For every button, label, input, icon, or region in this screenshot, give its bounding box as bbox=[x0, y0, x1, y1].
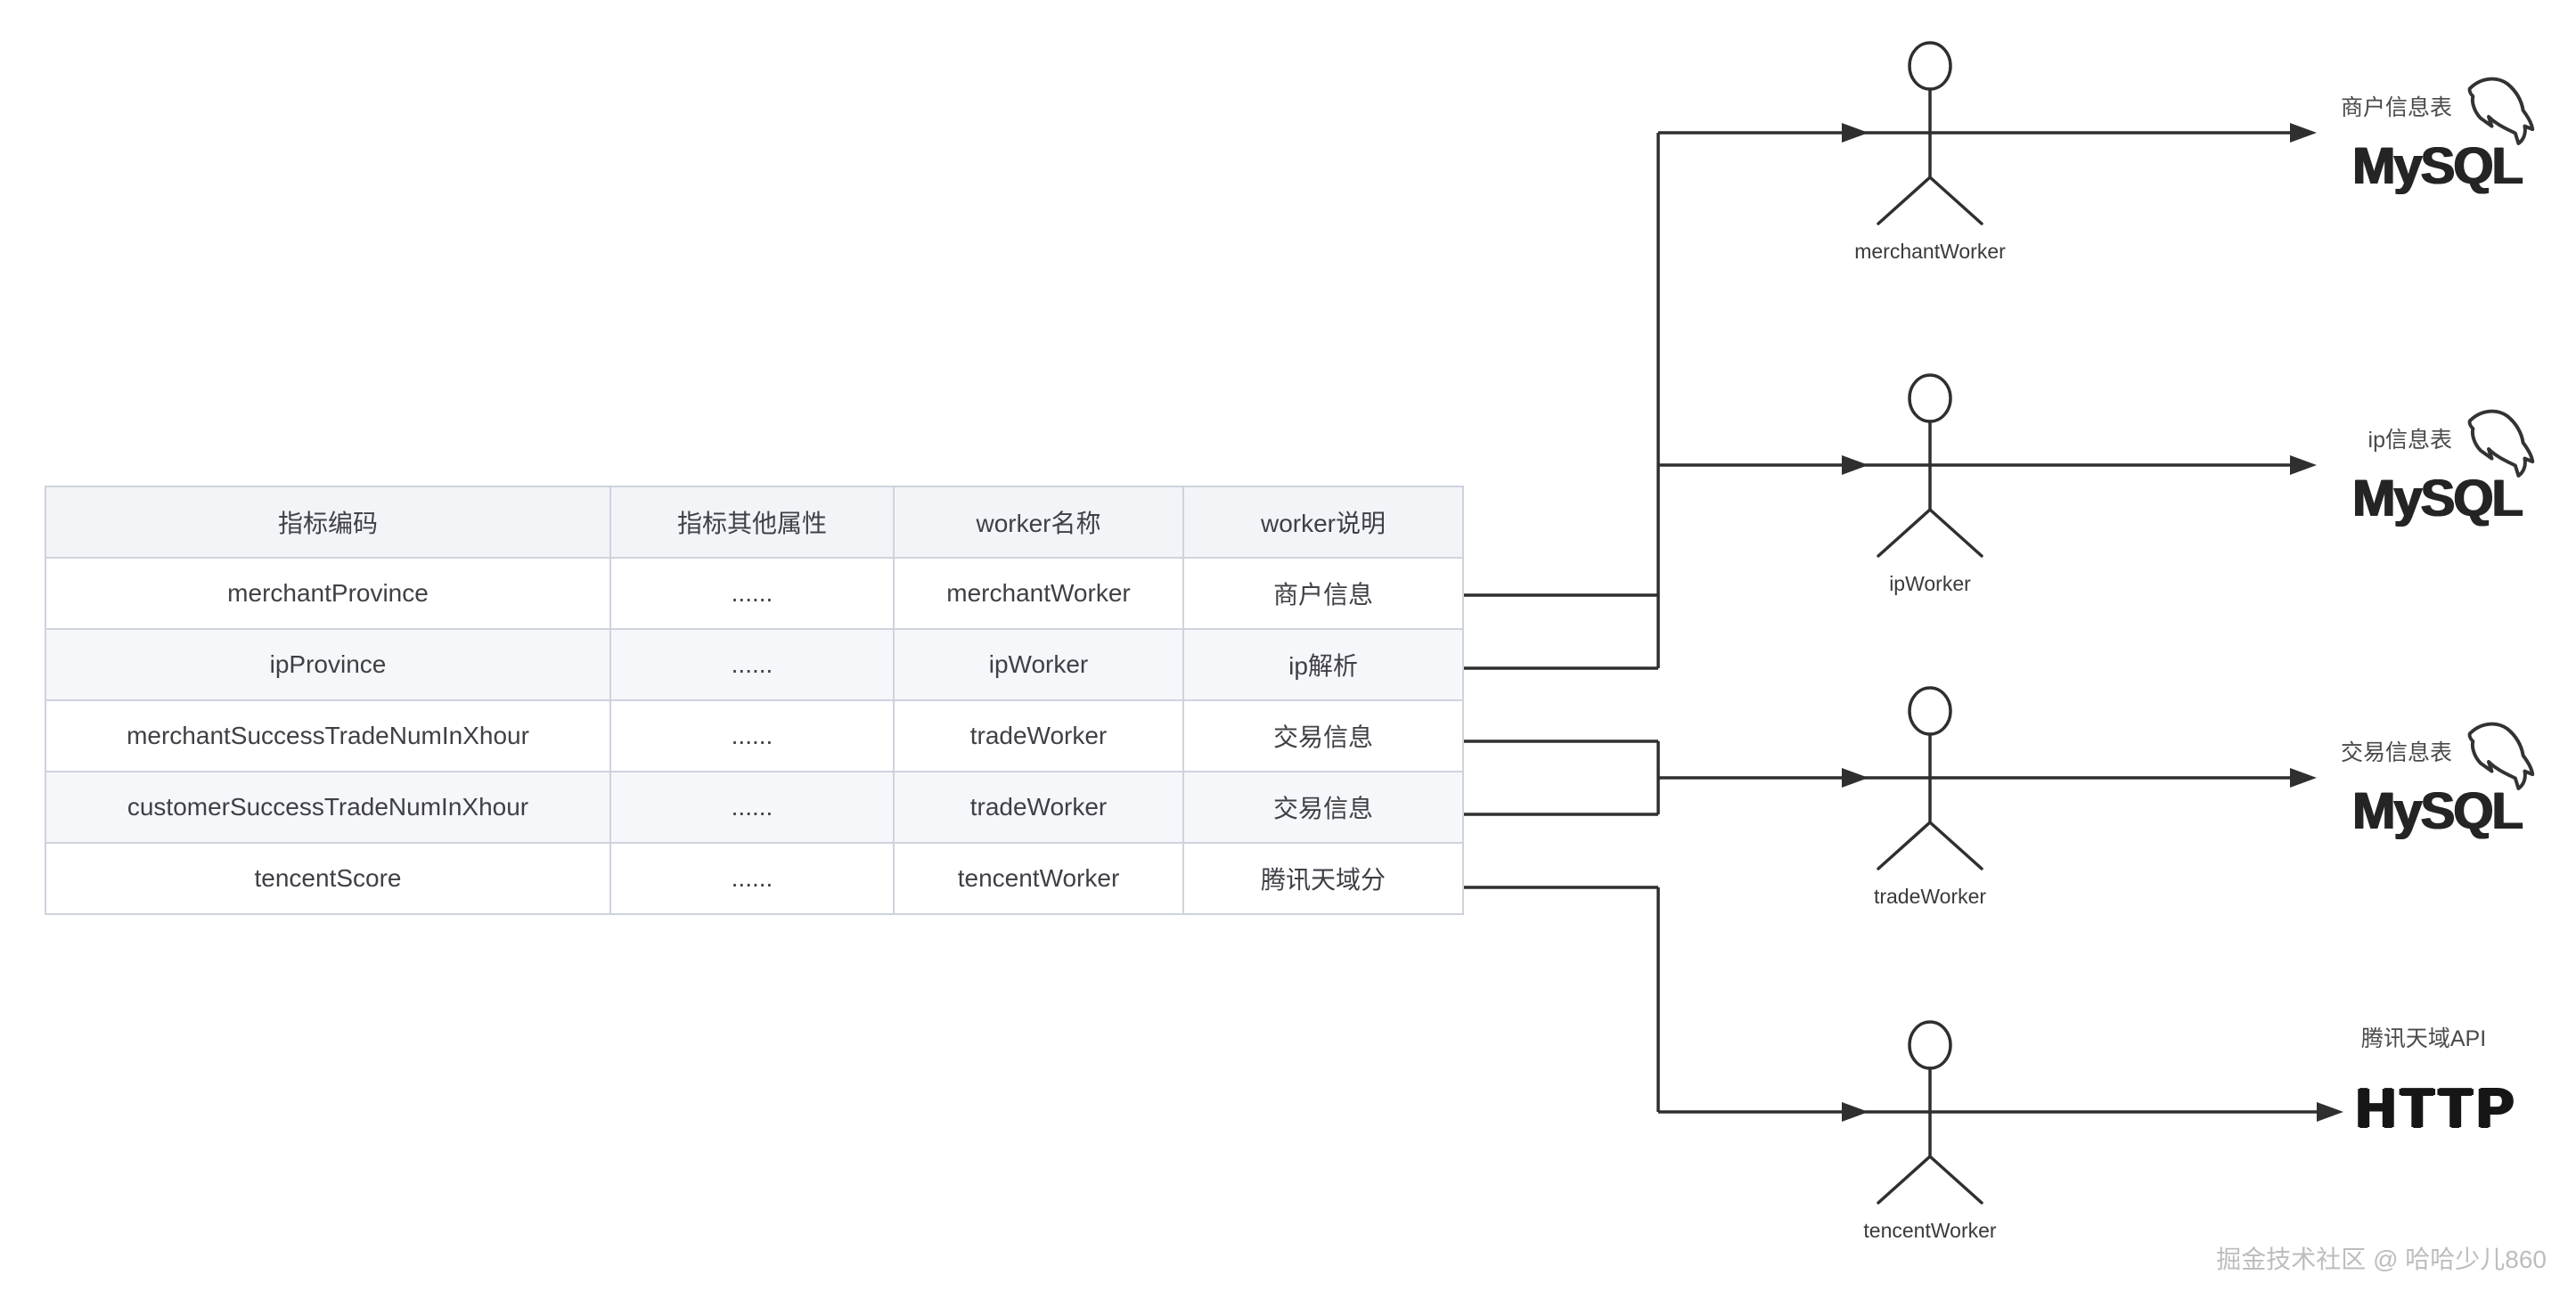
table-cell: merchantProvince bbox=[45, 557, 611, 630]
arrowhead-icon bbox=[1842, 768, 1869, 788]
table-header-row: 指标编码 指标其他属性 worker名称 worker说明 bbox=[45, 486, 1464, 559]
arrowhead-icon bbox=[1842, 455, 1869, 475]
actor-leg bbox=[1877, 821, 1932, 870]
table-row: ipProvince ...... ipWorker ip解析 bbox=[45, 628, 1464, 701]
table-cell: ipWorker bbox=[893, 628, 1184, 701]
actor-head bbox=[1908, 373, 1952, 423]
actor-leg bbox=[1928, 821, 1983, 870]
table-cell: merchantWorker bbox=[893, 557, 1184, 630]
table-cell: merchantSuccessTradeNumInXhour bbox=[45, 699, 611, 772]
table-cell: tradeWorker bbox=[893, 771, 1184, 844]
table-row: merchantSuccessTradeNumInXhour ...... tr… bbox=[45, 699, 1464, 772]
arrowhead-icon bbox=[2290, 455, 2317, 475]
target-table-label: 交易信息表 bbox=[2340, 740, 2452, 765]
actor-label: tradeWorker bbox=[1873, 885, 1987, 908]
table-cell: 商户信息 bbox=[1182, 557, 1464, 630]
actor-leg bbox=[1928, 176, 1983, 225]
watermark-text: 掘金技术社区 @ 哈哈少儿860 bbox=[2216, 1246, 2547, 1273]
mysql-dolphin-icon bbox=[2467, 722, 2535, 790]
mysql-wordmark: MySQL bbox=[2352, 782, 2523, 840]
arrowhead-icon bbox=[1842, 123, 1869, 143]
actor-head bbox=[1908, 686, 1952, 736]
mysql-dolphin-icon bbox=[2467, 77, 2535, 145]
table-row: tencentScore ...... tencentWorker 腾讯天域分 bbox=[45, 842, 1464, 915]
target-table-label: ip信息表 bbox=[2367, 428, 2452, 453]
table-cell: ...... bbox=[609, 557, 895, 630]
actor-figure-tencentworker bbox=[1877, 1020, 1983, 1205]
table-cell: ip解析 bbox=[1182, 628, 1464, 701]
table-cell: customerSuccessTradeNumInXhour bbox=[45, 771, 611, 844]
table-cell: ...... bbox=[609, 771, 895, 844]
table-row: merchantProvince ...... merchantWorker 商… bbox=[45, 557, 1464, 630]
arrowhead-icon bbox=[2290, 768, 2317, 788]
actor-leg bbox=[1877, 508, 1932, 558]
arrowhead-icon bbox=[2290, 123, 2317, 143]
table-cell: ...... bbox=[609, 628, 895, 701]
column-header: 指标其他属性 bbox=[609, 486, 895, 559]
indicator-worker-table: 指标编码 指标其他属性 worker名称 worker说明 merchantPr… bbox=[45, 486, 1464, 915]
actor-label: ipWorker bbox=[1889, 572, 1971, 595]
http-wordmark: HTTP bbox=[2356, 1078, 2518, 1140]
actor-leg bbox=[1928, 508, 1983, 558]
actor-label: tencentWorker bbox=[1863, 1219, 1997, 1242]
column-header: worker名称 bbox=[893, 486, 1184, 559]
table-cell: tencentWorker bbox=[893, 842, 1184, 915]
mysql-dolphin-icon bbox=[2467, 409, 2535, 478]
actor-leg bbox=[1928, 1155, 1983, 1205]
table-cell: tencentScore bbox=[45, 842, 611, 915]
table-cell: 腾讯天域分 bbox=[1182, 842, 1464, 915]
table-cell: ...... bbox=[609, 842, 895, 915]
arrowhead-icon bbox=[2317, 1102, 2343, 1122]
mysql-wordmark: MySQL bbox=[2352, 470, 2523, 527]
actor-leg bbox=[1877, 176, 1932, 225]
mysql-wordmark: MySQL bbox=[2352, 137, 2523, 195]
table-row: customerSuccessTradeNumInXhour ...... tr… bbox=[45, 771, 1464, 844]
actor-head bbox=[1908, 41, 1952, 91]
column-header: worker说明 bbox=[1182, 486, 1464, 559]
actor-figure-tradeworker bbox=[1877, 686, 1983, 870]
arrowhead-icon bbox=[1842, 1102, 1869, 1122]
table-cell: 交易信息 bbox=[1182, 699, 1464, 772]
table-cell: 交易信息 bbox=[1182, 771, 1464, 844]
table-cell: ...... bbox=[609, 699, 895, 772]
actor-leg bbox=[1877, 1155, 1932, 1205]
target-table-label: 商户信息表 bbox=[2340, 95, 2452, 120]
actor-figure-ipworker bbox=[1877, 373, 1983, 558]
actor-figure-merchantworker bbox=[1877, 41, 1983, 225]
table-cell: tradeWorker bbox=[893, 699, 1184, 772]
actor-label: merchantWorker bbox=[1854, 240, 2006, 263]
target-api-label: 腾讯天域API bbox=[2360, 1026, 2487, 1051]
column-header: 指标编码 bbox=[45, 486, 611, 559]
table-cell: ipProvince bbox=[45, 628, 611, 701]
actor-head bbox=[1908, 1020, 1952, 1070]
